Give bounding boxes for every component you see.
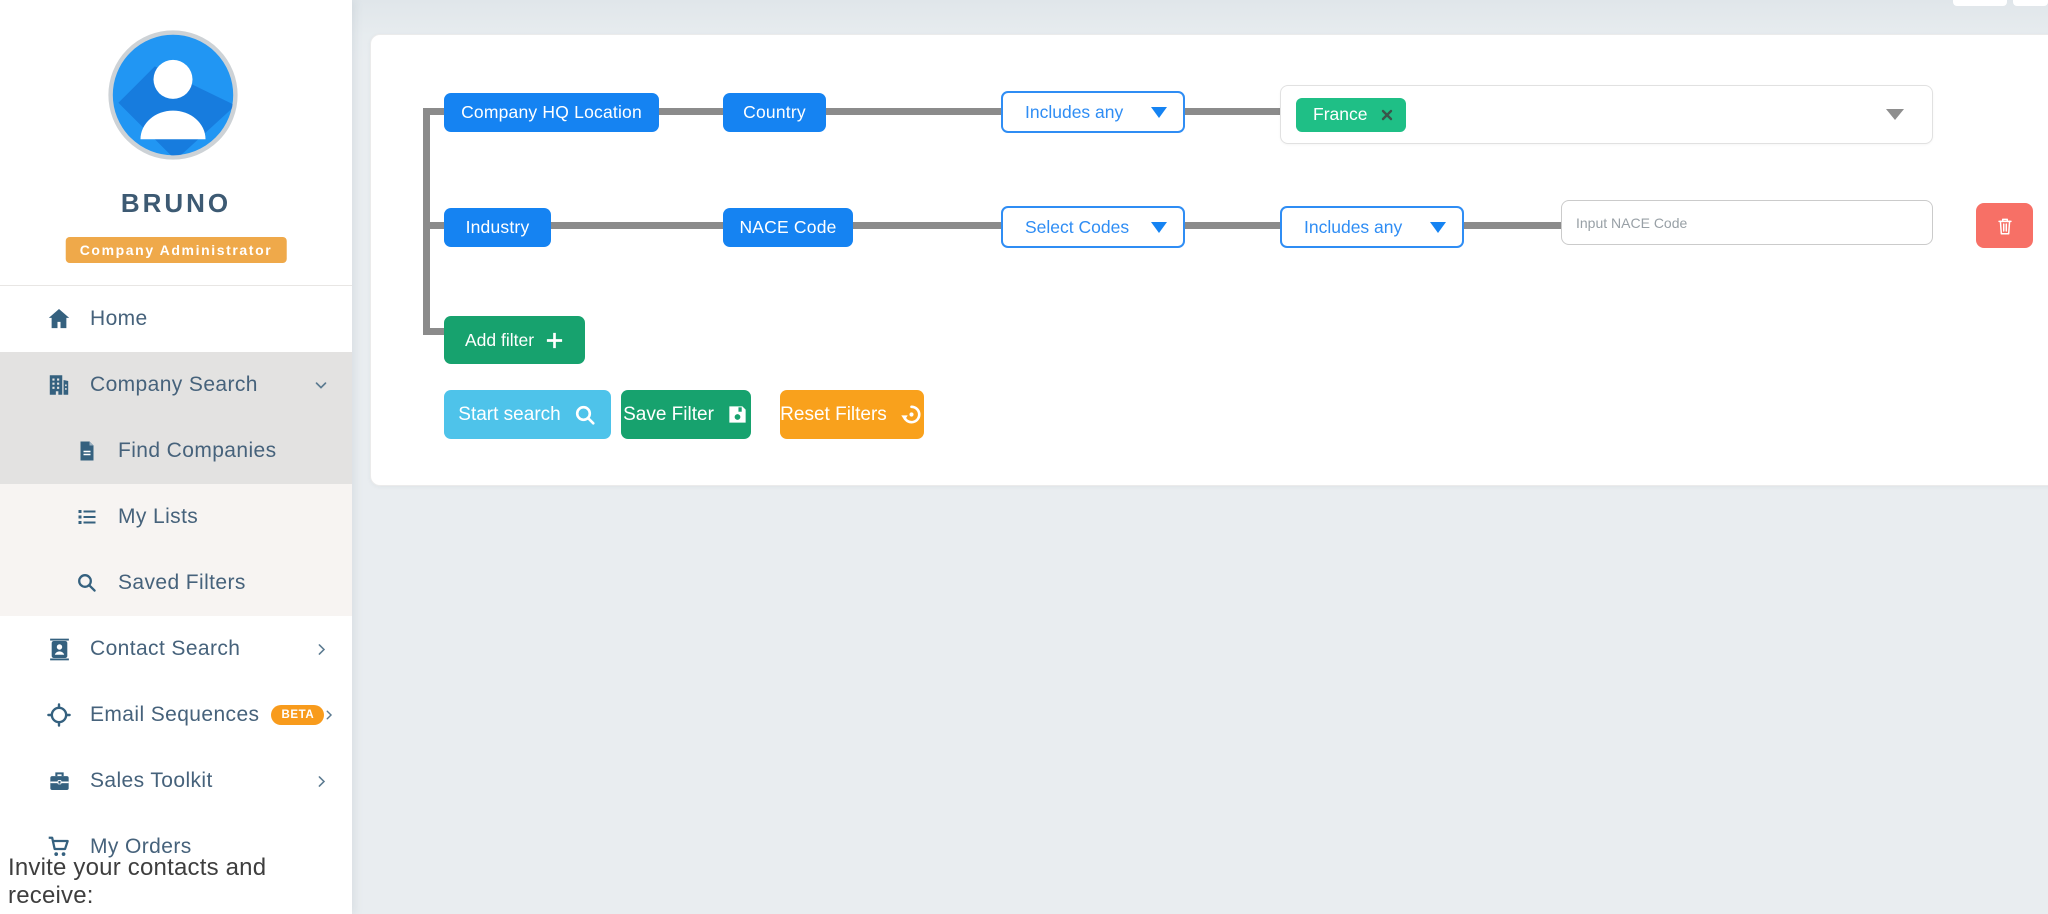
filter-category-button[interactable]: Industry	[444, 208, 551, 247]
connector-line	[551, 222, 723, 229]
role-badge: Company Administrator	[65, 237, 287, 263]
operator-dropdown-label: Includes any	[1304, 216, 1403, 237]
plus-icon	[546, 332, 563, 348]
cart-icon	[44, 834, 74, 860]
sidebar-nav: Home Company Search Find Companies	[0, 286, 352, 880]
value-tag-label: France	[1313, 104, 1368, 124]
sidebar-item-label: Email Sequences	[90, 703, 260, 726]
sidebar-item-label: Contact Search	[90, 637, 241, 660]
connector-line	[1185, 222, 1280, 229]
sidebar-item-home[interactable]: Home	[0, 286, 352, 352]
reset-filters-label: Reset Filters	[780, 403, 887, 425]
multiselect-caret-icon	[1886, 109, 1904, 120]
sidebar-item-sales-toolkit[interactable]: Sales Toolkit	[0, 748, 352, 814]
sidebar-item-my-orders[interactable]: My Orders	[0, 814, 352, 880]
top-edge-artifact	[2013, 0, 2048, 6]
dropdown-arrow-icon	[1151, 106, 1167, 118]
connector-line	[423, 108, 430, 335]
sidebar-item-saved-filters[interactable]: Saved Filters	[0, 550, 352, 616]
contact-card-icon	[44, 637, 74, 662]
sidebar-item-label: Home	[90, 307, 148, 330]
filter-field-button[interactable]: NACE Code	[723, 208, 853, 247]
reset-icon	[901, 405, 921, 424]
sidebar-item-email-sequences[interactable]: Email Sequences BETA	[0, 682, 352, 748]
crosshair-icon	[44, 702, 74, 728]
briefcase-icon	[44, 769, 74, 794]
connector-line	[1464, 222, 1561, 229]
sidebar-item-label: Find Companies	[118, 439, 277, 462]
operator-dropdown-label: Includes any	[1025, 101, 1124, 122]
filter-field-button[interactable]: Country	[723, 93, 826, 132]
filter-builder-card: Company HQ Location Country Includes any…	[370, 34, 2048, 486]
delete-filter-button[interactable]	[1976, 203, 2033, 248]
sidebar-item-contact-search[interactable]: Contact Search	[0, 616, 352, 682]
building-icon	[44, 372, 74, 398]
nace-code-input[interactable]	[1561, 200, 1933, 245]
user-profile: BRUNO Company Administrator	[0, 0, 352, 286]
sidebar-item-company-search[interactable]: Company Search	[0, 352, 352, 418]
add-filter-button[interactable]: Add filter	[444, 316, 585, 364]
connector-line	[423, 108, 444, 115]
connector-line	[853, 222, 1001, 229]
document-icon	[72, 439, 102, 463]
sidebar: BRUNO Company Administrator Home Company…	[0, 0, 352, 914]
sidebar-item-find-companies[interactable]: Find Companies	[0, 418, 352, 484]
chevron-right-icon	[322, 708, 336, 722]
main-area: Company HQ Location Country Includes any…	[352, 0, 2048, 914]
search-icon	[575, 405, 595, 425]
operator-dropdown[interactable]: Includes any	[1001, 91, 1185, 133]
save-filter-button[interactable]: Save Filter	[621, 390, 751, 439]
connector-line	[826, 108, 1001, 115]
dropdown-arrow-icon	[1151, 221, 1167, 233]
chevron-right-icon	[313, 641, 330, 658]
dropdown-arrow-icon	[1430, 221, 1446, 233]
invite-text: Invite your contacts and receive:	[8, 854, 267, 909]
connector-line	[1184, 108, 1280, 115]
connector-line	[423, 222, 444, 229]
operator-dropdown[interactable]: Includes any	[1280, 206, 1464, 248]
top-edge-artifact	[1953, 0, 2007, 6]
reset-filters-button[interactable]: Reset Filters	[780, 390, 924, 439]
chevron-right-icon	[313, 773, 330, 790]
sidebar-item-my-lists[interactable]: My Lists	[0, 484, 352, 550]
avatar[interactable]	[108, 30, 238, 160]
home-icon	[44, 306, 74, 332]
select-codes-dropdown[interactable]: Select Codes	[1001, 206, 1185, 248]
save-filter-label: Save Filter	[623, 403, 714, 425]
value-tag: France	[1296, 97, 1407, 132]
sidebar-item-label: My Lists	[118, 505, 199, 528]
connector-line	[659, 108, 723, 115]
value-multiselect[interactable]: France	[1280, 85, 1933, 144]
select-codes-label: Select Codes	[1025, 216, 1130, 237]
chevron-down-icon	[312, 376, 330, 394]
add-filter-label: Add filter	[464, 329, 535, 350]
sidebar-item-label: Saved Filters	[118, 571, 246, 594]
filter-category-button[interactable]: Company HQ Location	[444, 93, 659, 132]
search-icon	[72, 571, 102, 595]
beta-badge: BETA	[271, 705, 325, 725]
user-name: BRUNO	[120, 188, 232, 218]
sidebar-item-label: Company Search	[90, 373, 258, 396]
sidebar-item-label: My Orders	[90, 835, 192, 858]
connector-line	[423, 328, 444, 335]
start-search-label: Start search	[458, 403, 561, 425]
remove-tag-icon[interactable]	[1381, 109, 1393, 121]
trash-icon	[1997, 218, 2012, 235]
save-icon	[729, 406, 746, 423]
start-search-button[interactable]: Start search	[444, 390, 611, 439]
list-icon	[72, 505, 102, 529]
sidebar-item-label: Sales Toolkit	[90, 769, 213, 792]
